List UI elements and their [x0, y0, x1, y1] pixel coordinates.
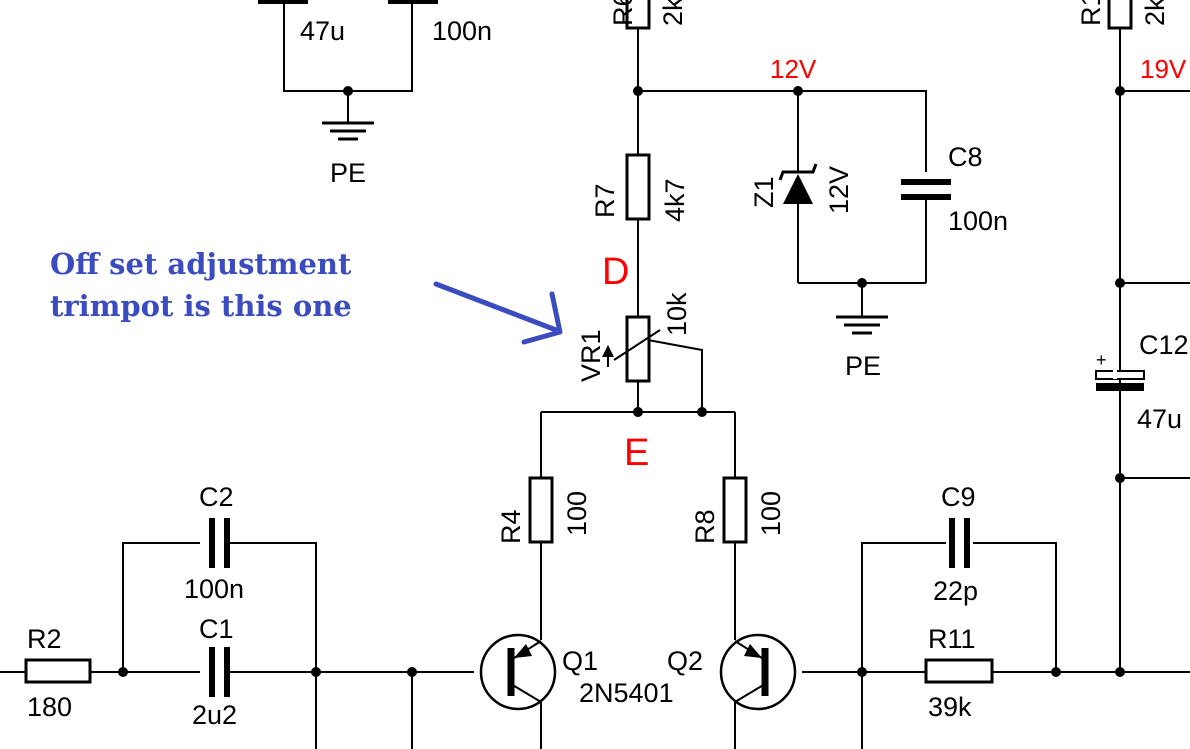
- r6-name: R6: [608, 0, 638, 26]
- rail-12v-label: 12V: [770, 54, 817, 84]
- c9-name: C9: [941, 482, 976, 512]
- r2-value: 180: [27, 692, 72, 722]
- trimpot-vr1: VR1 10k: [576, 292, 703, 412]
- r-top-right-value: 2k: [1140, 0, 1170, 26]
- vr1-value: 10k: [662, 292, 692, 336]
- node-e-label: E: [624, 432, 649, 474]
- pe-label-1: PE: [330, 158, 366, 188]
- capacitor-c8: C8 100n: [901, 142, 1008, 283]
- cap-100n-value: 100n: [432, 16, 492, 46]
- q1-name: Q1: [562, 646, 598, 676]
- q-model-label: 2N5401: [579, 678, 674, 708]
- rail-19v-label: 19V: [1140, 54, 1187, 84]
- r6-value: 2k: [658, 0, 688, 26]
- resistor-r7: R7 4k7: [590, 91, 690, 317]
- annotation-line-1: Off set adjustment: [50, 247, 352, 281]
- q2-name: Q2: [667, 646, 703, 676]
- cap-47u-value: 47u: [300, 16, 345, 46]
- z1-name: Z1: [749, 176, 779, 208]
- c2-value: 100n: [184, 574, 244, 604]
- zener-z1: Z1 12V: [749, 91, 854, 283]
- r7-value: 4k7: [660, 178, 690, 222]
- c8-value: 100n: [948, 206, 1008, 236]
- r-top-right-name: R1: [1076, 0, 1106, 26]
- c12-value: 47u: [1137, 404, 1182, 434]
- c8-name: C8: [948, 142, 983, 172]
- annotation-arrow: [433, 281, 563, 345]
- z1-value: 12V: [824, 166, 854, 214]
- c9-value: 22p: [933, 576, 978, 606]
- svg-text:+: +: [1096, 350, 1107, 370]
- c2-name: C2: [199, 482, 234, 512]
- pe-label-2: PE: [845, 351, 881, 381]
- resistor-r8: R8 100: [690, 412, 786, 640]
- c1-name: C1: [199, 614, 234, 644]
- resistor-r4: R4 100: [496, 412, 592, 640]
- r2-name: R2: [27, 624, 62, 654]
- transistor-q1: Q1 2N5401: [412, 633, 674, 749]
- c1-value: 2u2: [192, 700, 237, 730]
- r11-name: R11: [928, 624, 976, 654]
- ground-symbol: [836, 315, 888, 335]
- r11-value: 39k: [928, 692, 972, 722]
- annotation: Off set adjustment trimpot is this one: [50, 247, 563, 345]
- r4-value: 100: [562, 491, 592, 536]
- node-d-label: D: [602, 251, 629, 293]
- right-supply-network: + R1 2k 19V C12 47u: [1076, 0, 1190, 672]
- r8-value: 100: [756, 491, 786, 536]
- c12-name: C12: [1139, 330, 1189, 360]
- input-network: R2 180 C2 100n C1 2u2: [0, 482, 417, 749]
- feedback-network: C9 22p R11 39k: [857, 482, 1190, 749]
- r4-name: R4: [496, 509, 526, 544]
- vr1-name: VR1: [576, 329, 606, 382]
- transistor-q2: Q2: [667, 633, 862, 749]
- ground-symbol: [322, 121, 374, 141]
- resistor-r6: R6 2k: [608, 0, 688, 91]
- r8-name: R8: [690, 509, 720, 544]
- top-left-ground-network: 47u 100n PE: [258, 0, 492, 188]
- annotation-line-2: trimpot is this one: [50, 289, 352, 323]
- r7-name: R7: [590, 183, 620, 218]
